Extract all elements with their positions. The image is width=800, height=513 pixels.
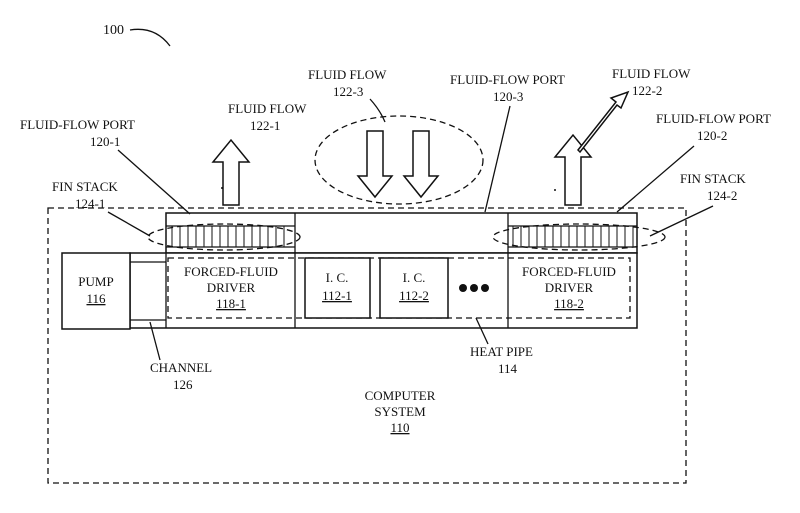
driver-1-line1: FORCED-FLUID [184, 264, 278, 279]
ic-1-label: I. C. [326, 270, 349, 285]
ic-2-box [379, 257, 449, 319]
port-120-2-label: FLUID-FLOW PORT [656, 111, 771, 126]
ellipsis-dot-3 [481, 284, 489, 292]
fluid-flow-3-leader [369, 98, 386, 123]
port-120-1-ref: 120-1 [90, 134, 120, 149]
fin-stack-1-ref: 124-1 [75, 196, 105, 211]
fin-stack-2-outline [492, 223, 666, 251]
port-120-3-leader [484, 105, 511, 213]
port-120-2-leader [616, 145, 695, 213]
figure-number: 100 [103, 23, 124, 38]
fluid-flow-3-arrow-right [402, 130, 440, 199]
port-120-2-ref: 120-2 [697, 128, 727, 143]
figure-number-leader [129, 28, 171, 47]
heat-pipe-ref: 114 [498, 361, 518, 376]
pump-ref: 116 [86, 291, 106, 306]
computer-system-line1: COMPUTER [365, 388, 436, 403]
ic-1-ref: 112-1 [322, 288, 352, 303]
ic-2-ref: 112-2 [399, 288, 429, 303]
ic-2-label: I. C. [403, 270, 426, 285]
ic-1-box [304, 257, 371, 319]
driver-2-line1: FORCED-FLUID [522, 264, 616, 279]
fin-stack-2 [512, 226, 634, 247]
heat-pipe-leader [475, 317, 489, 345]
pump-box [61, 252, 131, 330]
heat-pipe-label: HEAT PIPE [470, 344, 533, 359]
fluid-flow-2-leader [576, 90, 630, 154]
fluid-flow-1-arrow [211, 138, 251, 206]
pump-label: PUMP [78, 274, 113, 289]
channel-label: CHANNEL [150, 360, 212, 375]
fluid-flow-1-label: FLUID FLOW [228, 101, 307, 116]
ellipsis-dot-1 [459, 284, 467, 292]
fluid-flow-3-label: FLUID FLOW [308, 67, 387, 82]
ellipsis-dot-2 [470, 284, 478, 292]
computer-system-ref: 110 [390, 420, 409, 435]
fin-stack-1-label: FIN STACK [52, 179, 118, 194]
driver-2-line2: DRIVER [545, 280, 594, 295]
stray-dot-2 [554, 189, 556, 191]
fluid-flow-2-ref: 122-2 [632, 83, 662, 98]
fin-stack-2-leader [649, 205, 714, 237]
fluid-flow-2-label: FLUID FLOW [612, 66, 691, 81]
computer-system-line2: SYSTEM [374, 404, 426, 419]
port-120-1-leader [117, 149, 191, 215]
computer-system-boundary [47, 207, 687, 484]
port-120-3-ref: 120-3 [493, 89, 523, 104]
fluid-flow-1-ref: 122-1 [250, 118, 280, 133]
fin-stack-1-leader [107, 211, 151, 237]
port-120-3-label: FLUID-FLOW PORT [450, 72, 565, 87]
channel-leader [149, 321, 161, 361]
stray-dot-1 [221, 187, 223, 189]
fluid-flow-3-ref: 122-3 [333, 84, 363, 99]
fin-stack-2-label: FIN STACK [680, 171, 746, 186]
fin-stack-1-outline [147, 223, 301, 251]
fluid-flow-3-arrow-left [356, 130, 394, 199]
fin-stack-2-ref: 124-2 [707, 188, 737, 203]
channel-ref: 126 [173, 377, 193, 392]
fluid-flow-3-outline [314, 115, 484, 205]
driver-2-ref: 118-2 [554, 296, 584, 311]
driver-1-ref: 118-1 [216, 296, 246, 311]
driver-1-line2: DRIVER [207, 280, 256, 295]
fin-stack-1 [171, 226, 285, 247]
port-120-1-label: FLUID-FLOW PORT [20, 117, 135, 132]
